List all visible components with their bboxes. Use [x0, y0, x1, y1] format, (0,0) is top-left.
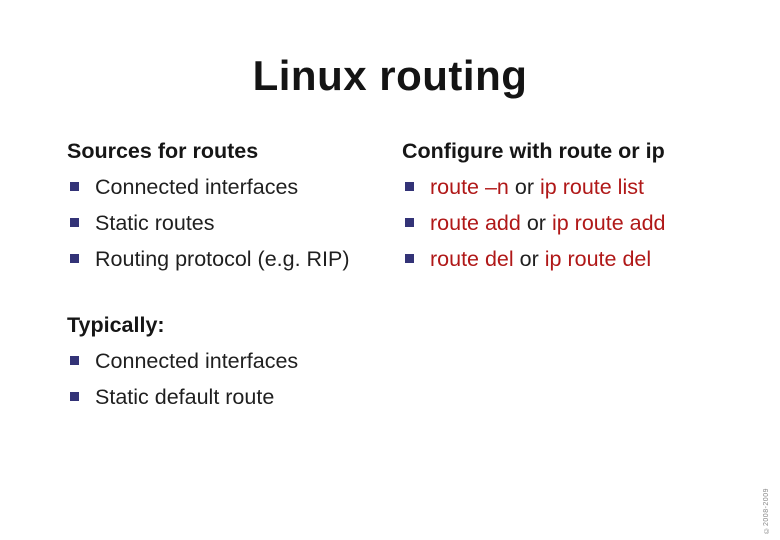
bullet-square-icon	[70, 356, 79, 365]
command-text: route del	[430, 247, 514, 271]
command-text: route add	[430, 211, 521, 235]
sources-list: Connected interfaces Static routes Routi…	[67, 175, 402, 271]
typically-section: Typically: Connected interfaces Static d…	[67, 313, 402, 409]
bullet-square-icon	[70, 392, 79, 401]
command-text: route –n	[430, 175, 509, 199]
list-item-label: Static routes	[95, 211, 215, 235]
configure-heading: Configure with route or ip	[402, 139, 665, 163]
list-item: Routing protocol (e.g. RIP)	[67, 247, 402, 271]
list-item: route add or ip route add	[402, 211, 772, 235]
bullet-square-icon	[405, 218, 414, 227]
typically-heading: Typically:	[67, 313, 165, 337]
configure-list: route –n or ip route list route add or i…	[402, 175, 772, 271]
copyright-caption: ©2008-2009	[763, 487, 770, 533]
list-item: route –n or ip route list	[402, 175, 772, 199]
bullet-square-icon	[70, 182, 79, 191]
command-text: ip route add	[551, 211, 666, 235]
list-item: Connected interfaces	[67, 175, 402, 199]
typically-list: Connected interfaces Static default rout…	[67, 349, 402, 409]
list-item: Connected interfaces	[67, 349, 402, 373]
bullet-square-icon	[405, 254, 414, 263]
list-item: Static default route	[67, 385, 402, 409]
connector-text: or	[519, 247, 539, 271]
command-text: ip route del	[544, 247, 652, 271]
bullet-square-icon	[70, 254, 79, 263]
bullet-square-icon	[405, 182, 414, 191]
list-item-label: Connected interfaces	[95, 349, 299, 373]
list-item: Static routes	[67, 211, 402, 235]
connector-text: or	[514, 175, 535, 199]
command-text: ip route list	[540, 175, 644, 199]
configure-section: Configure with route or ip route –n or i…	[402, 139, 772, 271]
list-item-label: Static default route	[95, 385, 275, 409]
list-item-label: Routing protocol (e.g. RIP)	[95, 247, 350, 271]
slide-title: Linux routing	[252, 52, 528, 99]
sources-section: Sources for routes Connected interfaces …	[67, 139, 402, 271]
list-item-label: Connected interfaces	[95, 175, 299, 199]
list-item: route del or ip route del	[402, 247, 772, 271]
connector-text: or	[526, 211, 546, 235]
bullet-square-icon	[70, 218, 79, 227]
sources-heading: Sources for routes	[67, 139, 259, 163]
